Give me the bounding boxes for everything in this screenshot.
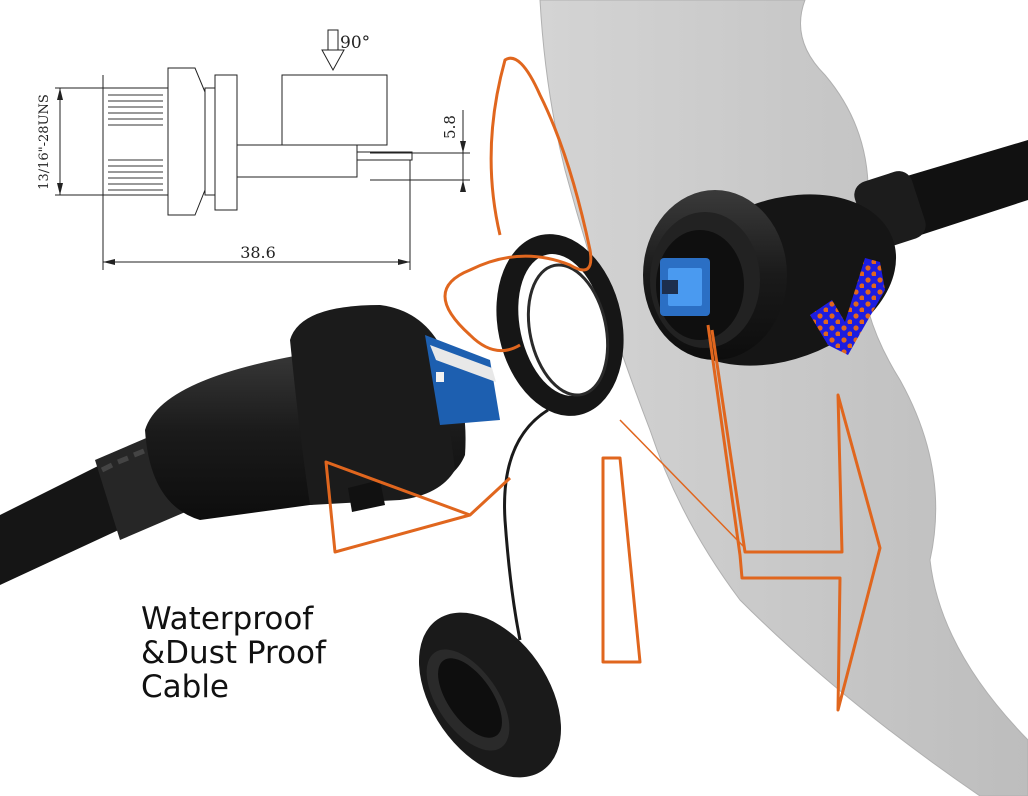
lock-nut [496,234,624,416]
annotation-scribble [443,56,593,353]
dust-cap [418,612,562,778]
usb-plug [145,305,500,520]
length-dimension: 38.6 [240,243,276,262]
height-dimension: 5.8 [441,115,459,139]
caption-line-2: &Dust Proof [141,635,326,671]
annotation-wedge [601,456,642,664]
checkmark-icon [810,258,885,355]
caption-line-3: Cable [141,669,230,705]
arrow-right-icon [324,460,512,554]
mounting-panel [539,0,1028,796]
caption-line-1: Waterproof [141,601,314,637]
angle-label: 90° [340,33,370,53]
technical-drawing: 90° 5.8 13/16"-28UNS 38.6 [37,29,470,270]
thread-spec: 13/16"-28UNS [37,94,52,190]
tether-cord [503,408,549,641]
annotation-line [619,419,746,549]
caption: Waterproof &Dust Proof Cable [141,602,326,704]
arrow-down-icon [706,324,882,712]
